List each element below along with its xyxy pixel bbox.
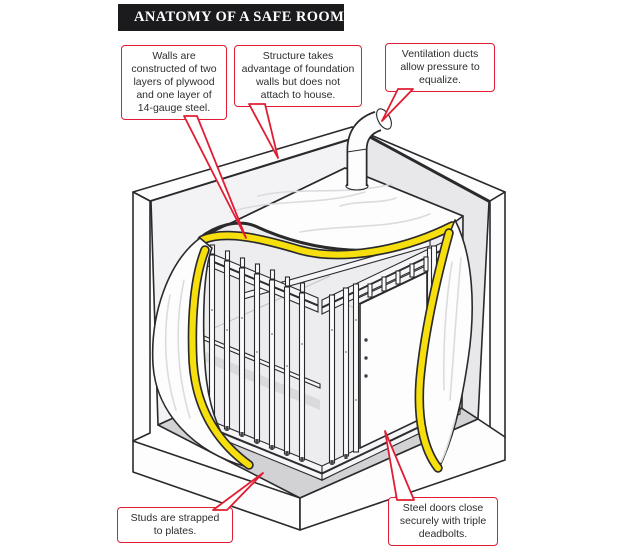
callout-studs: Studs are strapped to plates. bbox=[117, 507, 233, 543]
deadbolt-dot bbox=[364, 356, 368, 360]
left-wall-end bbox=[132, 191, 151, 442]
deadbolt-dot bbox=[364, 374, 368, 378]
callout-door: Steel doors close securely with triple d… bbox=[388, 497, 498, 546]
peel-left bbox=[151, 237, 254, 470]
callout-door-text: Steel doors close securely with triple d… bbox=[399, 502, 487, 540]
callout-ventilation-text: Ventilation ducts allow pressure to equa… bbox=[400, 48, 480, 86]
title-bar: ANATOMY OF A SAFE ROOM bbox=[118, 4, 344, 31]
deadbolt-dot bbox=[364, 338, 368, 342]
callout-walls-text: Walls are constructed of two layers of p… bbox=[131, 50, 217, 114]
interior-shadow-band bbox=[206, 352, 320, 410]
callout-structure: Structure takes advantage of foundation … bbox=[234, 45, 362, 107]
callout-studs-text: Studs are strapped to plates. bbox=[130, 512, 220, 537]
callout-ventilation: Ventilation ducts allow pressure to equa… bbox=[385, 43, 495, 92]
page-title: ANATOMY OF A SAFE ROOM bbox=[134, 9, 345, 25]
right-wall-end bbox=[489, 191, 506, 439]
peel-right bbox=[414, 219, 473, 473]
callout-structure-text: Structure takes advantage of foundation … bbox=[241, 50, 355, 101]
callout-walls: Walls are constructed of two layers of p… bbox=[121, 45, 227, 120]
